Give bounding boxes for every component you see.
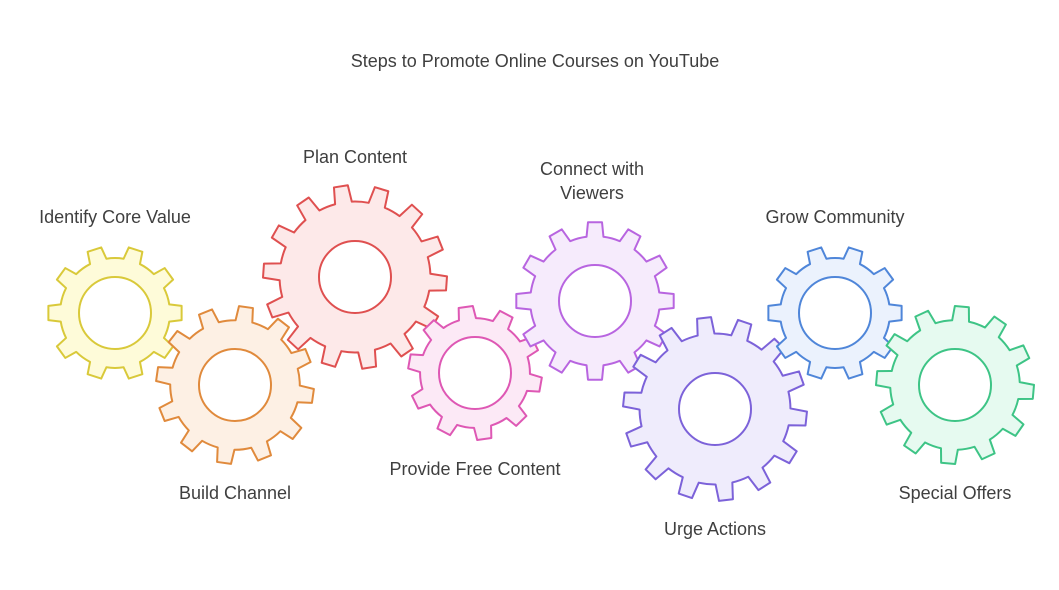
label-build-channel: Build Channel xyxy=(179,483,291,503)
gear-hub-grow-community xyxy=(798,276,872,350)
label-line: Connect with xyxy=(540,159,644,179)
label-provide-free-content: Provide Free Content xyxy=(389,459,560,479)
label-special-offers: Special Offers xyxy=(899,483,1012,503)
gear-identify-core-value xyxy=(47,246,183,380)
gear-urge-actions xyxy=(622,316,808,502)
diagram-title: Steps to Promote Online Courses on YouTu… xyxy=(351,51,720,71)
gear-hub-special-offers xyxy=(918,348,992,422)
label-line: Provide Free Content xyxy=(389,459,560,479)
gear-hub-provide-free-content xyxy=(438,336,512,410)
gear-hub-build-channel xyxy=(198,348,272,422)
gear-provide-free-content xyxy=(407,305,543,441)
gear-hub-urge-actions xyxy=(678,372,752,446)
gear-connect-with-viewers xyxy=(515,221,675,381)
label-line: Build Channel xyxy=(179,483,291,503)
label-line: Identify Core Value xyxy=(39,207,191,227)
gear-build-channel xyxy=(155,305,315,465)
label-line: Grow Community xyxy=(765,207,904,227)
label-line: Special Offers xyxy=(899,483,1012,503)
gear-grow-community xyxy=(767,246,903,380)
label-identify-core-value: Identify Core Value xyxy=(39,207,191,227)
gear-hub-identify-core-value xyxy=(78,276,152,350)
label-grow-community: Grow Community xyxy=(765,207,904,227)
gear-plan-content xyxy=(262,184,448,370)
label-line: Plan Content xyxy=(303,147,407,167)
gear-special-offers xyxy=(875,305,1035,465)
gear-hub-connect-with-viewers xyxy=(558,264,632,338)
gear-group xyxy=(47,184,1035,502)
label-plan-content: Plan Content xyxy=(303,147,407,167)
label-urge-actions: Urge Actions xyxy=(664,519,766,539)
label-line: Viewers xyxy=(560,183,624,203)
label-line: Urge Actions xyxy=(664,519,766,539)
gear-hub-plan-content xyxy=(318,240,392,314)
